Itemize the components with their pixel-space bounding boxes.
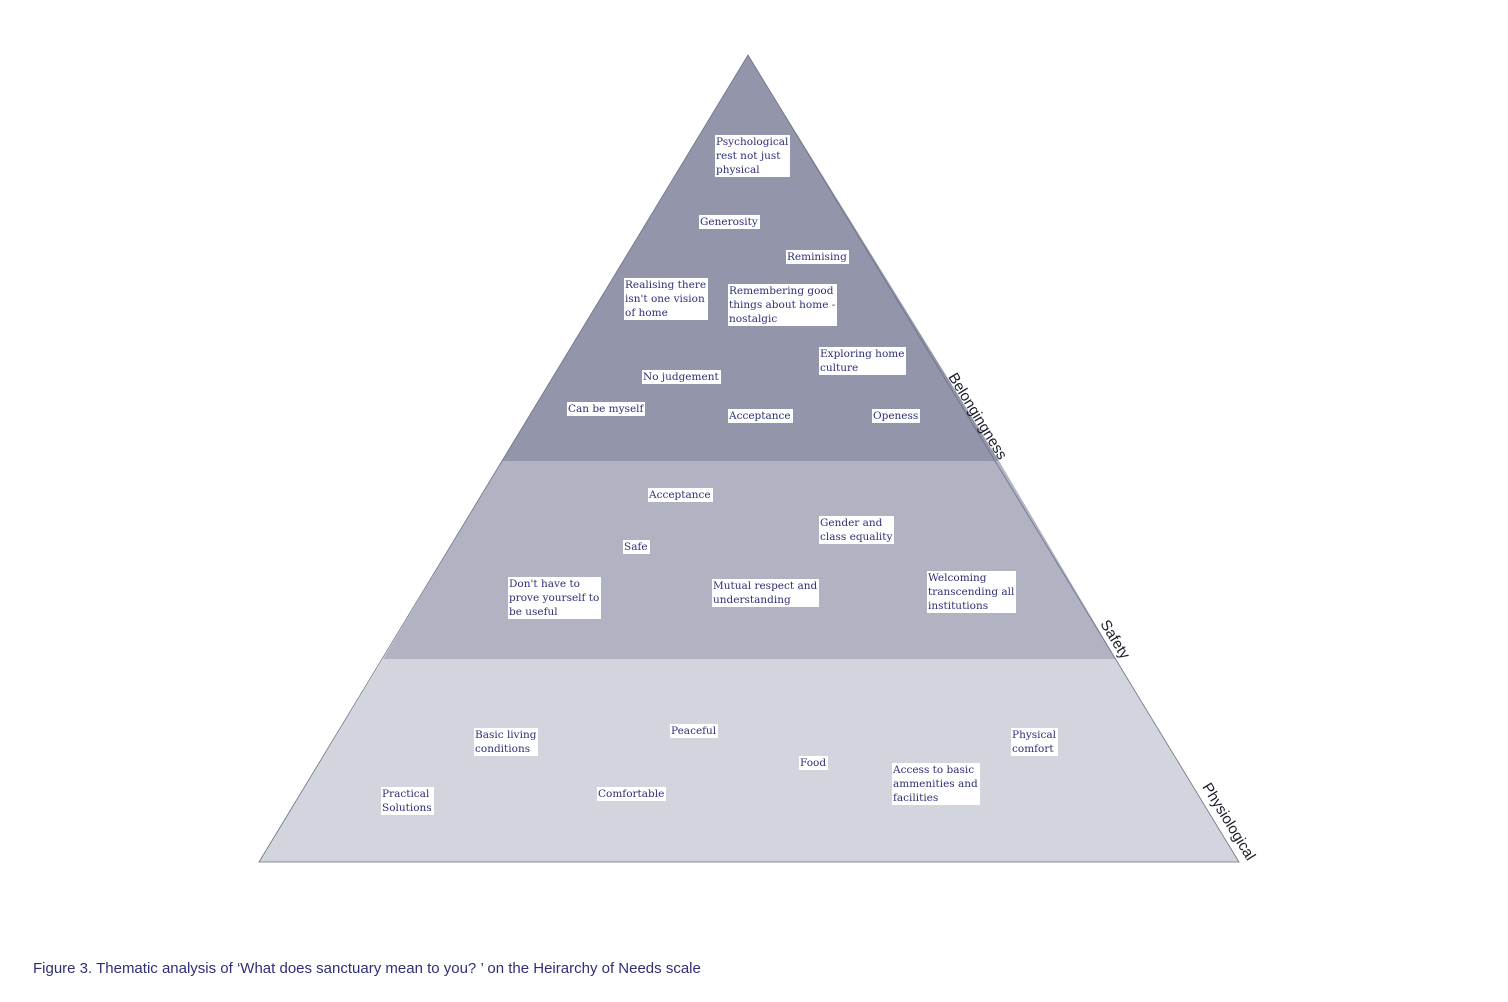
theme-line: Gender and xyxy=(820,517,883,529)
theme-line: institutions xyxy=(928,600,989,612)
theme-welcoming: Welcoming transcending all institutions xyxy=(927,571,1017,613)
theme-line: facilities xyxy=(893,792,939,804)
theme-line: Acceptance xyxy=(729,410,791,422)
theme-line: class equality xyxy=(820,531,893,543)
theme-line: Practical xyxy=(382,788,430,800)
theme-line: Safe xyxy=(624,541,648,553)
theme-mutual-respect: Mutual respect and understanding xyxy=(712,579,820,607)
theme-line: Peaceful xyxy=(671,725,717,737)
belongingness-band xyxy=(502,55,999,461)
theme-reminising: Reminising xyxy=(786,250,849,264)
theme-line: Remembering good xyxy=(729,285,834,297)
theme-can-be-myself: Can be myself xyxy=(567,402,646,416)
theme-line: isn't one vision xyxy=(625,293,705,305)
theme-line: culture xyxy=(820,362,859,374)
theme-line: prove yourself to xyxy=(509,592,600,604)
theme-line: Reminising xyxy=(787,251,847,263)
theme-line: transcending all xyxy=(928,586,1015,598)
figure-caption: Figure 3. Thematic analysis of ‘What doe… xyxy=(33,960,701,977)
theme-line: things about home - xyxy=(729,299,836,311)
theme-line: Exploring home xyxy=(820,348,905,360)
theme-acceptance-safety: Acceptance xyxy=(648,488,713,502)
theme-line: rest not just xyxy=(716,150,781,162)
theme-physical-comfort: Physical comfort xyxy=(1011,728,1059,756)
theme-comfortable: Comfortable xyxy=(597,787,667,801)
theme-line: Physical xyxy=(1012,729,1057,741)
theme-exploring-home-culture: Exploring home culture xyxy=(819,347,907,375)
theme-line: comfort xyxy=(1012,743,1054,755)
theme-gender-class-equality: Gender and class equality xyxy=(819,516,895,544)
theme-openess: Openess xyxy=(872,409,921,423)
theme-safe: Safe xyxy=(623,540,650,554)
theme-generosity: Generosity xyxy=(699,215,760,229)
theme-peaceful: Peaceful xyxy=(670,724,719,738)
theme-line: ammenities and xyxy=(893,778,978,790)
theme-psychological-rest: Psychological rest not just physical xyxy=(715,135,791,177)
theme-acceptance-belonging: Acceptance xyxy=(728,409,793,423)
theme-line: Can be myself xyxy=(568,403,644,415)
theme-line: Mutual respect and xyxy=(713,580,818,592)
theme-line: of home xyxy=(625,307,668,319)
theme-line: Solutions xyxy=(382,802,432,814)
pyramid-outline xyxy=(258,54,1240,863)
theme-line: Acceptance xyxy=(649,489,711,501)
physiological-band xyxy=(259,659,1239,862)
theme-realising-home-vision: Realising there isn't one vision of home xyxy=(624,278,709,320)
theme-line: Welcoming xyxy=(928,572,987,584)
theme-access-amenities: Access to basic ammenities and facilities xyxy=(892,763,980,805)
theme-line: Generosity xyxy=(700,216,758,228)
safety-band xyxy=(383,461,1116,659)
theme-line: nostalgic xyxy=(729,313,778,325)
theme-line: be useful xyxy=(509,606,558,618)
theme-line: understanding xyxy=(713,594,791,606)
theme-line: Don't have to xyxy=(509,578,580,590)
theme-line: Realising there xyxy=(625,279,707,291)
theme-remembering-home: Remembering good things about home - nosta… xyxy=(728,284,838,326)
theme-no-judgement: No judgement xyxy=(642,370,721,384)
theme-food: Food xyxy=(799,756,829,770)
theme-line: physical xyxy=(716,164,760,176)
theme-line: Access to basic xyxy=(893,764,975,776)
theme-basic-living-conditions: Basic living conditions xyxy=(474,728,539,756)
theme-line: Psychological xyxy=(716,136,789,148)
theme-line: No judgement xyxy=(643,371,719,383)
theme-line: Comfortable xyxy=(598,788,665,800)
theme-dont-prove-yourself: Don't have to prove yourself to be useful xyxy=(508,577,602,619)
theme-line: Basic living xyxy=(475,729,537,741)
theme-line: Openess xyxy=(873,410,919,422)
theme-line: Food xyxy=(800,757,827,769)
theme-line: conditions xyxy=(475,743,531,755)
